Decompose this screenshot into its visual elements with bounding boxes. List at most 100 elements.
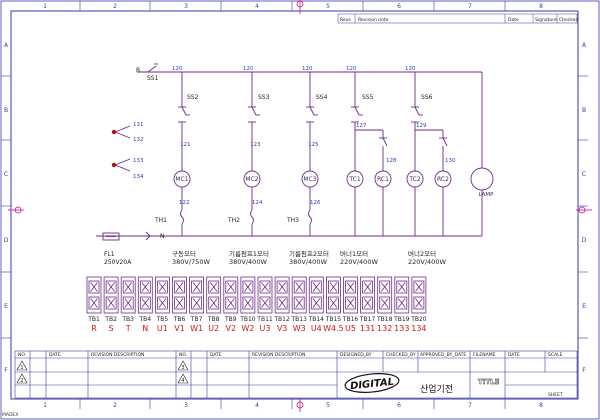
terminal-tb16 xyxy=(343,276,358,314)
terminal-signal: U4 xyxy=(311,324,322,333)
th1-label: TH1 xyxy=(154,217,167,224)
no-header: NO. xyxy=(18,352,26,358)
company-logo: DIGITAL 산업기전 xyxy=(344,373,453,395)
tc2-label: TC2 xyxy=(408,176,421,183)
date-header: DATE xyxy=(49,352,61,358)
date-header: DATE xyxy=(210,352,222,358)
wire-number: 123 xyxy=(250,142,261,148)
wire-number: 131 xyxy=(133,122,144,128)
terminal-id: TB9 xyxy=(224,316,237,323)
terminal-id: TB6 xyxy=(173,316,186,323)
terminal-id: TB1 xyxy=(87,316,100,323)
terminal-signal: U1 xyxy=(157,324,168,333)
wire-number: 130 xyxy=(445,158,456,164)
rc1-coil xyxy=(374,170,392,188)
terminal-id: TB10 xyxy=(239,316,256,323)
zone-number: 8 xyxy=(539,3,543,10)
revision-number: 4 xyxy=(181,378,184,384)
terminal-tb2 xyxy=(103,276,119,314)
terminal-signal: 134 xyxy=(411,324,426,333)
terminal-id: TB18 xyxy=(376,316,393,323)
tc1-coil xyxy=(346,170,364,188)
zone-letter: F xyxy=(4,367,8,374)
terminal-tb20 xyxy=(411,276,427,314)
top-zone-numbers: 1 2 3 4 5 6 7 8 xyxy=(43,3,543,10)
load-rating: 380V/400W xyxy=(289,258,327,266)
revision-header: Revs Revision note Date Signature Checke… xyxy=(337,13,578,24)
terminal-block xyxy=(86,276,427,314)
revision-number: 3 xyxy=(181,365,184,371)
zone-number: 1 xyxy=(43,402,47,409)
wire-number: 120 xyxy=(302,66,313,72)
contact-dots xyxy=(111,129,117,168)
fuse-symbol xyxy=(102,232,120,241)
terminal-tb9 xyxy=(223,276,239,314)
terminal-signal: U5 xyxy=(345,324,356,333)
load-name: 구동모터 xyxy=(172,249,196,258)
terminal-signal: W2 xyxy=(241,324,254,333)
terminal-tb1 xyxy=(86,276,102,314)
contact-131-132 xyxy=(114,125,131,139)
fuse-rating: 250V20A xyxy=(104,259,132,266)
terminal-signal: N xyxy=(142,324,148,333)
terminal-tb15 xyxy=(325,276,341,314)
th1-thermal xyxy=(180,209,184,225)
ss2-label: SS2 xyxy=(187,94,199,101)
terminal-signal: V3 xyxy=(277,324,288,333)
wire-number: 120 xyxy=(405,66,416,72)
tc2-coil xyxy=(406,170,424,188)
title-block-headers: NO. DATE REVISION DESCRIPTION NO. DATE R… xyxy=(18,352,563,398)
zone-number: 2 xyxy=(113,3,117,10)
wire-number: 133 xyxy=(133,158,144,164)
zone-letter: F xyxy=(582,367,586,374)
terminal-signal: V1 xyxy=(174,324,185,333)
zone-letter: D xyxy=(582,237,587,244)
company-name: 산업기전 xyxy=(420,384,453,395)
zone-letter: A xyxy=(4,42,9,49)
load-rating: 380V/750W xyxy=(172,258,210,266)
wire-number: 120 xyxy=(172,66,183,72)
zone-letter: B xyxy=(4,107,8,114)
terminal-id: TB11 xyxy=(256,316,273,323)
zone-letter: C xyxy=(582,171,586,178)
contact-133-134 xyxy=(114,158,131,172)
terminal-signal: U2 xyxy=(208,324,219,333)
zone-letter: E xyxy=(582,303,586,310)
ss5-label: SS5 xyxy=(362,94,374,101)
terminal-signal: 133 xyxy=(394,324,409,333)
mc2-label: MC2 xyxy=(245,176,258,183)
zone-letter: E xyxy=(4,303,8,310)
revision-number: 1 xyxy=(20,365,23,371)
zone-ticks xyxy=(1,1,588,409)
revs-header: Revs xyxy=(340,17,351,23)
terminal-tb6 xyxy=(172,276,187,314)
wire-number: 121 xyxy=(180,142,191,148)
rc2-label: RC2 xyxy=(437,176,449,183)
terminal-tb18 xyxy=(377,276,393,314)
no-header: NO. xyxy=(179,352,187,358)
terminal-tb7 xyxy=(189,276,205,314)
th3-label: TH3 xyxy=(286,217,299,224)
revision-description-header: REVISION DESCRIPTION xyxy=(91,352,144,358)
terminal-tb14 xyxy=(308,276,324,314)
mc1-coil xyxy=(173,170,191,188)
revision-triangle-icon xyxy=(177,373,189,384)
signature-header: Signature xyxy=(535,17,557,23)
terminal-signal: 131 xyxy=(360,324,375,333)
left-zone-letters: A B C D E F xyxy=(4,42,9,374)
terminal-signal: S xyxy=(109,324,114,333)
zone-number: 5 xyxy=(326,3,330,10)
wire-number: 129 xyxy=(416,123,427,129)
terminal-signal: W4.5 xyxy=(323,324,344,333)
mc2-coil xyxy=(243,170,261,188)
sheet-header: SHEET xyxy=(548,392,563,398)
load-name: 기름펌프2모터 xyxy=(289,249,329,258)
terminal-signal: U3 xyxy=(260,324,271,333)
zone-letter: A xyxy=(582,42,587,49)
load-name: 버너1모터 xyxy=(340,249,368,258)
terminal-id: TB8 xyxy=(207,316,220,323)
ss4-switch xyxy=(306,106,318,123)
